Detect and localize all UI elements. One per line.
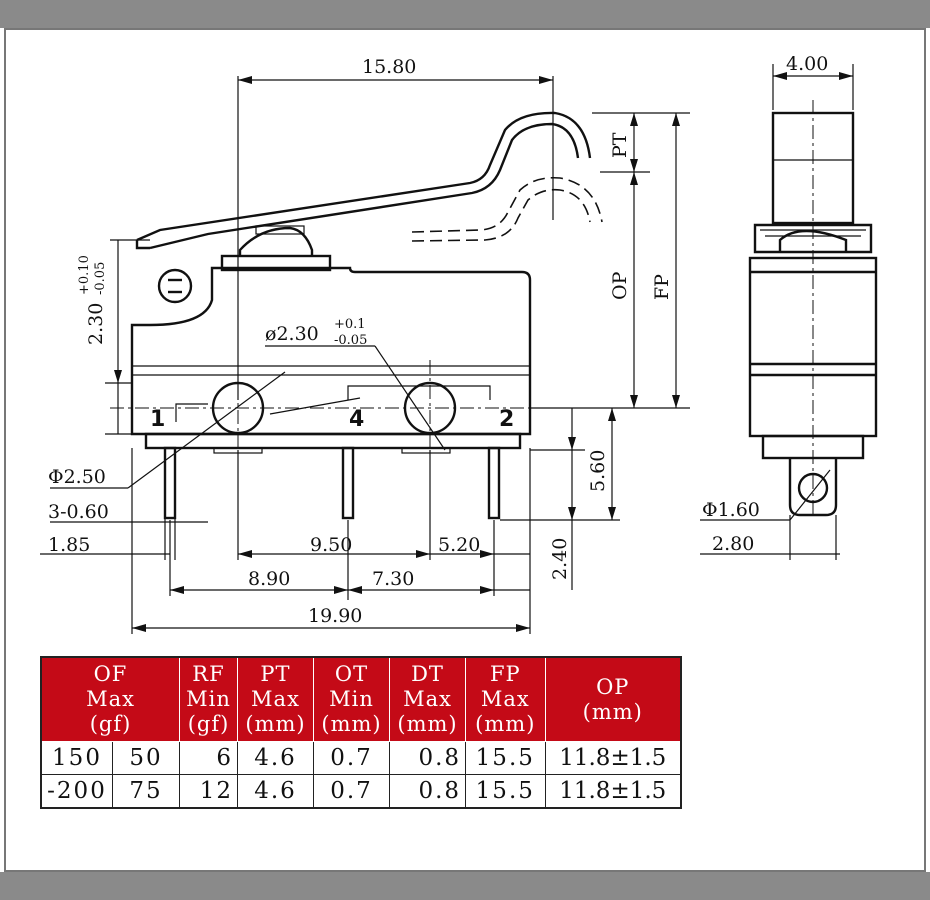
dim-240: 2.40 bbox=[549, 538, 571, 580]
header-pt: PT Max (mm) bbox=[236, 656, 315, 742]
table-cell: 0.7 bbox=[312, 774, 391, 809]
dim-pt-label: PT bbox=[609, 132, 631, 158]
dim-280: 2.80 bbox=[712, 533, 754, 555]
dim-overall-length: 15.80 bbox=[362, 56, 416, 78]
dim-height-tol-minus: -0.05 bbox=[93, 262, 108, 295]
side-view bbox=[748, 100, 878, 517]
dim-phi-160: Φ1.60 bbox=[702, 499, 760, 521]
table-cell: 50 bbox=[112, 741, 180, 775]
table-cell: 15.5 bbox=[465, 741, 546, 775]
pin-2-label: 2 bbox=[499, 407, 514, 432]
header-of: OF Max (gf) bbox=[40, 656, 180, 742]
dim-185: 1.85 bbox=[48, 534, 90, 556]
dim-560: 5.60 bbox=[587, 450, 609, 492]
dim-height-tol: 2.30 bbox=[85, 303, 107, 345]
header-op: OP (mm) bbox=[544, 656, 682, 742]
dim-730: 7.30 bbox=[372, 568, 414, 590]
dim-side-width: 4.00 bbox=[786, 53, 828, 75]
table-cell: 15.5 bbox=[465, 774, 546, 809]
table-row: 150 50 6 4.6 0.7 0.8 15.5 11.8±1.5 bbox=[40, 741, 682, 775]
dim-height-tol-plus: +0.10 bbox=[77, 255, 92, 295]
dim-520: 5.20 bbox=[438, 534, 480, 556]
dim-1990: 19.90 bbox=[308, 605, 362, 627]
header-rf: RF Min (gf) bbox=[179, 656, 238, 742]
table-cell: 6 bbox=[179, 741, 238, 775]
table-cell: 0.7 bbox=[312, 741, 391, 775]
header-ot: OT Min (mm) bbox=[312, 656, 391, 742]
table-cell: 0.8 bbox=[389, 774, 467, 809]
dim-phi-250: Φ2.50 bbox=[48, 466, 106, 488]
table-cell: 11.8±1.5 bbox=[544, 774, 682, 809]
table-cell: 4.6 bbox=[236, 741, 315, 775]
header-fp: FP Max (mm) bbox=[465, 656, 546, 742]
dim-890: 8.90 bbox=[248, 568, 290, 590]
table-cell: 12 bbox=[179, 774, 238, 809]
table-row: -200 75 12 4.6 0.7 0.8 15.5 11.8±1.5 bbox=[40, 774, 682, 809]
dim-fp-label: FP bbox=[651, 274, 673, 300]
table-cell: 150 bbox=[40, 741, 113, 775]
spec-table-header-row: OF Max (gf) RF Min (gf) PT Max (mm) OT M… bbox=[40, 656, 682, 742]
dim-hole-tol-minus: -0.05 bbox=[334, 333, 367, 348]
spec-table: OF Max (gf) RF Min (gf) PT Max (mm) OT M… bbox=[40, 656, 682, 809]
dim-op-label: OP bbox=[609, 271, 631, 300]
table-cell: -200 bbox=[40, 774, 113, 809]
table-cell: 4.6 bbox=[236, 774, 315, 809]
dim-hole-tol-plus: +0.1 bbox=[334, 317, 366, 332]
dim-hole-dia: ø2.30 bbox=[265, 323, 319, 345]
front-view bbox=[110, 111, 603, 520]
dim-950: 9.50 bbox=[310, 534, 352, 556]
header-dt: DT Max (mm) bbox=[389, 656, 467, 742]
table-cell: 11.8±1.5 bbox=[544, 741, 682, 775]
pin-1-label: 1 bbox=[150, 407, 165, 432]
table-cell: 0.8 bbox=[389, 741, 467, 775]
side-dimension-lines bbox=[700, 64, 854, 560]
dim-pin-count: 3-0.60 bbox=[48, 501, 109, 523]
pin-4-label: 4 bbox=[349, 407, 364, 432]
table-cell: 75 bbox=[112, 774, 180, 809]
front-dimension-lines bbox=[40, 76, 690, 634]
